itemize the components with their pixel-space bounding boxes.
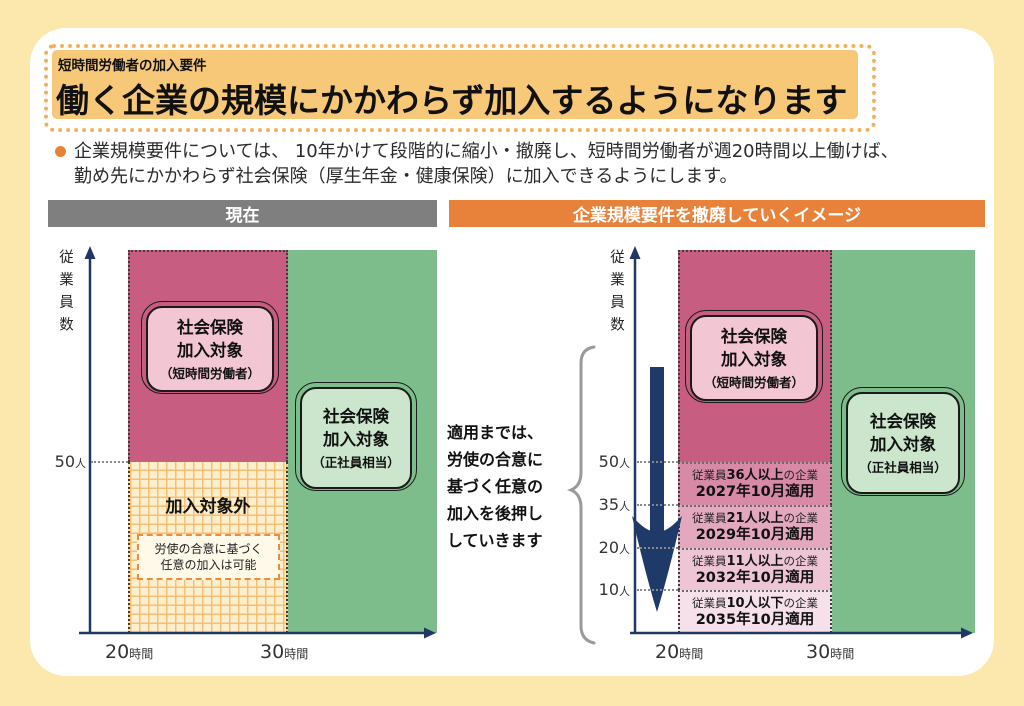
phase-band-2032: 従業員11人以上の企業 2032年10月適用	[678, 548, 832, 590]
voluntary-note-box: 労使の合意に基づく 任意の加入は可能	[137, 534, 280, 580]
right-y-tick-20: 20人	[598, 538, 630, 557]
left-insured-label-box: 社会保険 加入対象 （短時間労働者）	[141, 301, 279, 394]
left-50-dotted-line	[91, 461, 128, 463]
phase-date: 2029年10月適用	[695, 527, 815, 543]
phase-date: 2035年10月適用	[695, 612, 815, 628]
tagline: 短時間労働者の加入要件	[58, 58, 207, 74]
left-x-tick-30h: 30時間	[260, 641, 309, 663]
left-x-tick-20h: 20時間	[105, 641, 154, 663]
phase-band-2027: 従業員36人以上の企業 2027年10月適用	[678, 462, 832, 505]
right-y-axis-label: 従業員数	[608, 249, 624, 339]
right-panel-header: 企業規模要件を撤廃していくイメージ	[449, 200, 985, 227]
left-regular-label-box: 社会保険 加入対象 （正社員相当）	[295, 382, 417, 491]
page-title: 働く企業の規模にかかわらず加入するようになります	[56, 81, 848, 120]
right-y-tick-35: 35人	[598, 495, 630, 514]
intro-line-1: 企業規模要件については、 10年かけて段階的に縮小・撤廃し、短時間労働者が週20…	[74, 141, 899, 162]
right-regular-label-box: 社会保険 加入対象 （正社員相当）	[841, 387, 965, 496]
intro-line-2: 勤め先にかかわらず社会保険（厚生年金・健康保険）に加入できるようにします。	[74, 166, 738, 187]
right-insured-label-box: 社会保険 加入対象 （短時間労働者）	[685, 310, 823, 403]
right-50-dotted-line	[637, 461, 678, 463]
title-dotted-frame	[44, 44, 876, 132]
right-35-dotted-line	[637, 504, 678, 506]
phase-band-2035: 従業員10人以下の企業 2035年10月適用	[678, 590, 832, 633]
right-10-dotted-line	[637, 589, 678, 591]
right-y-tick-50: 50人	[598, 452, 630, 471]
right-y-tick-10: 10人	[598, 580, 630, 599]
intro-paragraph: 企業規模要件については、 10年かけて段階的に縮小・撤廃し、短時間労働者が週20…	[74, 139, 899, 189]
phase-date: 2027年10月適用	[695, 484, 815, 500]
left-y-tick-50: 50人	[54, 452, 86, 471]
right-20-dotted-line	[637, 547, 678, 549]
title-highlight	[52, 50, 858, 119]
excluded-label: 加入対象外	[165, 497, 251, 517]
left-y-axis-label: 従業員数	[57, 249, 73, 339]
right-x-tick-20h: 20時間	[655, 641, 704, 663]
phase-band-2029: 従業員21人以上の企業 2029年10月適用	[678, 505, 832, 548]
phase-bands: 従業員36人以上の企業 2027年10月適用 従業員21人以上の企業 2029年…	[678, 462, 832, 633]
phase-date: 2032年10月適用	[695, 569, 815, 586]
right-x-tick-30h: 30時間	[806, 641, 855, 663]
transition-note: 適用までは、 労使の合意に 基づく任意の 加入を後押し していきます	[447, 423, 544, 550]
bullet-icon	[55, 146, 66, 157]
left-panel-header: 現在	[48, 200, 437, 227]
